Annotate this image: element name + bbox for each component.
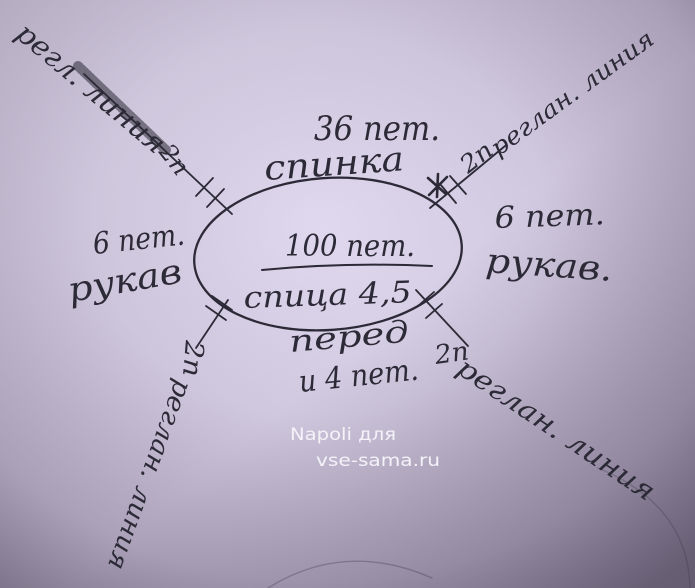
divider-line	[261, 263, 433, 271]
right-sleeve-stitch-count: 6 пет.	[494, 197, 605, 236]
back-label: спинка	[263, 139, 405, 189]
raglan-line-top-right	[429, 145, 506, 209]
raglan-ticks-bottom-right	[417, 291, 443, 319]
back-stitch-count: 36 пет.	[314, 109, 440, 149]
faint-pencil-arc-right	[597, 467, 691, 588]
neckline-ellipse	[193, 176, 463, 332]
raglan-ticks-top-right	[439, 175, 467, 204]
mark-2p-bottom-right: 2п	[432, 336, 471, 371]
raglan-ticks-top-left	[195, 177, 225, 208]
mark-2p-bottom-left: 2п	[176, 338, 209, 378]
needle-size: спица 4,5	[243, 275, 412, 316]
watermark-line-1: Napoli для	[290, 425, 396, 445]
center-stitch-count: 100 пет.	[285, 229, 415, 264]
faint-pencil-arc-bottom	[267, 560, 433, 588]
right-sleeve-label: рукав.	[484, 241, 613, 290]
raglan-line-bottom-left	[195, 299, 229, 349]
watermark-line-2: vse-sama.ru	[316, 451, 440, 471]
raglan-ticks-bottom-left	[205, 295, 233, 321]
star-mark	[426, 172, 449, 199]
raglan-line-top-left-hatching	[73, 61, 171, 155]
